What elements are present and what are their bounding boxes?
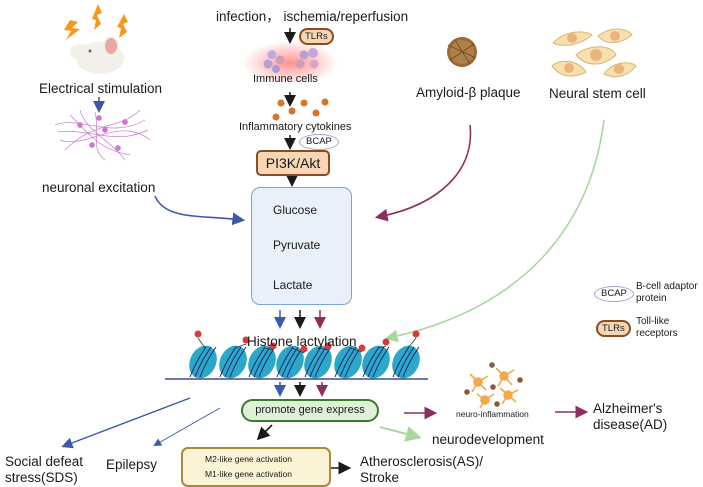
nucleosome bbox=[219, 336, 250, 379]
lactyl-mark bbox=[300, 345, 308, 353]
lactyl-mark bbox=[269, 342, 277, 350]
alzheimers-label: Alzheimer's disease(AD) bbox=[593, 401, 667, 433]
legend-tlr-badge: TLRs bbox=[596, 320, 631, 337]
cytokine-dots-icon bbox=[272, 98, 329, 121]
neurodevelopment-label: neurodevelopment bbox=[432, 432, 544, 447]
inflammatory-cytokines-label: Inflammatory cytokines bbox=[239, 121, 352, 133]
neuroinflammation-label: neuro-inflammation bbox=[456, 409, 529, 419]
neuronal-excitation-label: neuronal excitation bbox=[42, 180, 156, 195]
atherosclerosis-label: Atherosclerosis(AS)/ Stroke bbox=[360, 454, 483, 486]
nucleosome bbox=[334, 344, 366, 379]
promote-gene-express-box: promote gene express bbox=[241, 399, 379, 422]
glycolysis-box: Glucose Pyruvate Lactate bbox=[251, 187, 352, 305]
lactyl-mark bbox=[324, 342, 332, 350]
as-line1: Atherosclerosis(AS)/ bbox=[360, 454, 484, 469]
mouse-icon bbox=[70, 36, 124, 74]
ad-line2: disease(AD) bbox=[593, 417, 668, 432]
tlr-badge: TLRs bbox=[299, 28, 334, 45]
lactate-label: Lactate bbox=[273, 278, 313, 292]
arrow-to-epilepsy bbox=[153, 407, 221, 446]
legend-tlr-desc: Toll-like receptors bbox=[636, 316, 678, 340]
legend-tlr-line1: Toll-like bbox=[636, 316, 670, 327]
arrow-excitation-to-glycolysis bbox=[154, 195, 246, 226]
sds-label: Social defeat stress(SDS) bbox=[5, 454, 83, 486]
chromatin-icon bbox=[165, 330, 428, 380]
glucose-label: Glucose bbox=[273, 203, 318, 217]
arrow-stemcell-to-histone bbox=[384, 119, 605, 343]
amyloid-plaque-icon bbox=[447, 37, 477, 67]
macrophage-activation-box: M2-like gene activation M1-like gene act… bbox=[181, 447, 331, 487]
epilepsy-label: Epilepsy bbox=[106, 457, 158, 472]
legend-bcap-line2: protein bbox=[636, 293, 667, 304]
lactyl-mark bbox=[242, 336, 250, 344]
pi3k-akt-box: PI3K/Akt bbox=[256, 150, 330, 176]
sds-line1: Social defeat bbox=[5, 454, 84, 469]
electrical-stimulation-label: Electrical stimulation bbox=[39, 81, 163, 96]
legend-bcap-line1: B-cell adaptor bbox=[636, 281, 698, 292]
sds-line2: stress(SDS) bbox=[5, 470, 78, 485]
nucleosome bbox=[392, 330, 420, 379]
histone-lactylation-label: Histone lactylation bbox=[247, 334, 357, 349]
lactyl-mark bbox=[358, 344, 366, 352]
microglia-icon bbox=[464, 362, 523, 409]
neural-stem-cell-label: Neural stem cell bbox=[549, 86, 646, 101]
arrow-amyloid-to-glycolysis bbox=[374, 124, 472, 222]
legend-tlr-line2: receptors bbox=[636, 328, 678, 339]
lactyl-mark bbox=[412, 330, 420, 338]
immune-cells-icon bbox=[263, 48, 319, 73]
infection-label: infection， ischemia/reperfusion bbox=[216, 9, 409, 24]
ad-line1: Alzheimer's bbox=[593, 401, 663, 416]
arrow-to-macrophage bbox=[256, 424, 273, 441]
bcap-badge: BCAP bbox=[299, 134, 339, 150]
lactyl-mark bbox=[382, 338, 390, 346]
lactyl-mark bbox=[194, 330, 202, 338]
neural-stem-cell-icon bbox=[551, 28, 637, 78]
as-line2: Stroke bbox=[360, 470, 400, 485]
m2-activation-label: M2-like gene activation bbox=[205, 454, 292, 464]
nucleosome bbox=[189, 330, 217, 379]
immune-cells-label: Immune cells bbox=[253, 73, 318, 85]
m1-activation-label: M1-like gene activation bbox=[205, 469, 292, 479]
nucleosome bbox=[362, 338, 390, 379]
lightning-icon bbox=[64, 4, 128, 40]
nucleosome bbox=[248, 342, 277, 379]
arrow-to-sds bbox=[61, 397, 191, 449]
legend-bcap-desc: B-cell adaptor protein bbox=[636, 281, 698, 305]
legend-bcap-badge: BCAP bbox=[594, 286, 634, 302]
nucleosome bbox=[276, 345, 308, 379]
arrow-to-neurodevelopment bbox=[379, 426, 422, 442]
pyruvate-label: Pyruvate bbox=[273, 238, 321, 252]
nucleosome bbox=[304, 342, 332, 379]
neuron-network-icon bbox=[54, 109, 151, 161]
amyloid-plaque-label: Amyloid-β plaque bbox=[416, 85, 521, 100]
